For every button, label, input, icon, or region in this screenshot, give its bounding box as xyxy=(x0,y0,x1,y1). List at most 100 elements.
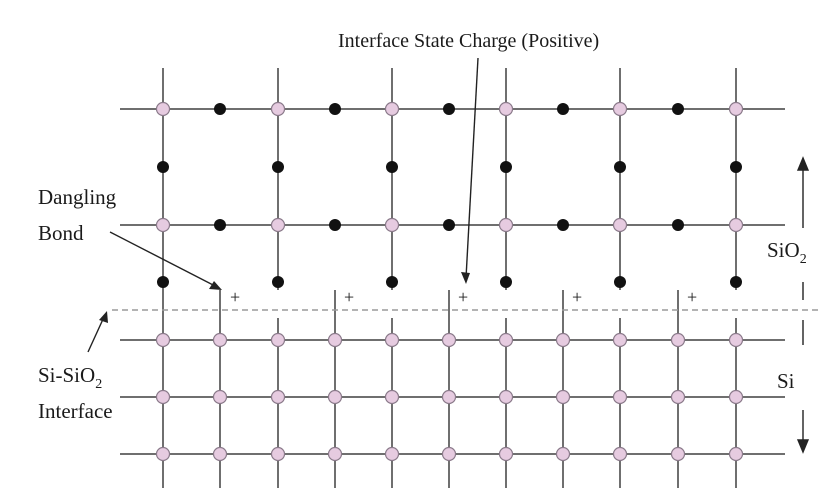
oxygen-atom xyxy=(443,103,455,115)
silicon-atom xyxy=(555,389,571,405)
oxygen-atom xyxy=(157,276,169,288)
sio2-label-subscript: 2 xyxy=(800,252,807,267)
oxygen-atom xyxy=(272,276,284,288)
silicon-atom xyxy=(270,217,286,233)
oxygen-atom xyxy=(614,161,626,173)
silicon-atom xyxy=(384,389,400,405)
oxygen-atom xyxy=(386,276,398,288)
oxygen-atom xyxy=(272,161,284,173)
positive-charge: + xyxy=(572,287,582,307)
si-region-label: Si xyxy=(777,369,795,393)
silicon-atom xyxy=(384,217,400,233)
silicon-atom xyxy=(212,332,228,348)
silicon-atom xyxy=(155,101,171,117)
silicon-atom xyxy=(384,101,400,117)
sio2-label-main: SiO xyxy=(767,238,800,262)
sio2-region-arrowhead xyxy=(796,156,810,171)
silicon-atom xyxy=(498,389,514,405)
silicon-atom xyxy=(212,389,228,405)
silicon-atom xyxy=(612,332,628,348)
interface-label-main: Si-SiO xyxy=(38,363,95,387)
interface-label-subscript: 2 xyxy=(95,377,102,392)
arrow-head xyxy=(209,281,222,290)
silicon-atom xyxy=(728,446,744,462)
silicon-atom xyxy=(441,446,457,462)
silicon-atom xyxy=(612,101,628,117)
silicon-atom xyxy=(155,389,171,405)
dangling-bond-label-line1: Dangling xyxy=(38,185,117,209)
oxygen-atom xyxy=(557,103,569,115)
silicon-atom xyxy=(270,101,286,117)
silicon-atom xyxy=(498,446,514,462)
oxygen-atom xyxy=(500,161,512,173)
oxygen-atom xyxy=(672,103,684,115)
silicon-atom xyxy=(327,389,343,405)
silicon-atom xyxy=(728,332,744,348)
silicon-atom xyxy=(670,446,686,462)
arrow-head xyxy=(461,272,470,284)
silicon-atom xyxy=(327,446,343,462)
oxygen-atom xyxy=(672,219,684,231)
silicon-atom xyxy=(728,389,744,405)
oxygen-atom xyxy=(214,103,226,115)
silicon-atom xyxy=(270,332,286,348)
silicon-atom xyxy=(728,101,744,117)
silicon-atom xyxy=(612,217,628,233)
si-sio2-interface-label-line1: Si-SiO2 xyxy=(38,363,102,392)
oxide-silicon-atoms xyxy=(155,101,744,233)
interface-state-charge-label: Interface State Charge (Positive) xyxy=(338,30,599,52)
silicon-atom xyxy=(612,389,628,405)
silicon-atom xyxy=(384,446,400,462)
silicon-atom xyxy=(612,446,628,462)
positive-charge: + xyxy=(344,287,354,307)
oxygen-atom xyxy=(730,161,742,173)
silicon-atom xyxy=(441,332,457,348)
silicon-atom xyxy=(270,446,286,462)
oxygen-atom xyxy=(557,219,569,231)
silicon-atom xyxy=(555,446,571,462)
oxygen-atom xyxy=(500,276,512,288)
silicon-atom xyxy=(441,389,457,405)
silicon-atom xyxy=(498,332,514,348)
silicon-atom xyxy=(498,101,514,117)
silicon-crystal-atoms xyxy=(155,332,744,462)
oxygen-atom xyxy=(614,276,626,288)
region-arrows xyxy=(796,156,810,454)
silicon-atom xyxy=(327,332,343,348)
annotation-arrows xyxy=(87,57,479,353)
positive-charge: + xyxy=(687,287,697,307)
positive-charge: + xyxy=(230,287,240,307)
oxygen-atom xyxy=(443,219,455,231)
silicon-atom xyxy=(270,389,286,405)
interface-pointer-arrow xyxy=(87,316,105,353)
oxygen-atom xyxy=(214,219,226,231)
silicon-atom xyxy=(155,217,171,233)
positive-charge: + xyxy=(458,287,468,307)
arrow-heads xyxy=(99,272,470,323)
oxygen-atom xyxy=(329,103,341,115)
oxygen-atom xyxy=(730,276,742,288)
oxygen-atom xyxy=(329,219,341,231)
sio2-region-label: SiO2 xyxy=(767,238,807,267)
interface-charges: + + + + + xyxy=(230,287,697,307)
silicon-atom xyxy=(155,332,171,348)
arrow-head xyxy=(99,311,108,323)
silicon-atom xyxy=(670,389,686,405)
oxygen-atom xyxy=(386,161,398,173)
oxygen-atom xyxy=(157,161,169,173)
oxide-bond-lattice xyxy=(120,68,785,290)
silicon-atom xyxy=(155,446,171,462)
interface-charge-arrow xyxy=(465,57,479,279)
dangling-bond-arrow xyxy=(109,231,218,288)
dangling-bond-label-line2: Bond xyxy=(38,221,84,245)
silicon-atom xyxy=(670,332,686,348)
silicon-atom xyxy=(728,217,744,233)
oxygen-atoms xyxy=(157,103,742,288)
silicon-atom xyxy=(384,332,400,348)
silicon-atom xyxy=(498,217,514,233)
silicon-atom xyxy=(555,332,571,348)
silicon-atom xyxy=(212,446,228,462)
si-sio2-interface-label-line2: Interface xyxy=(38,399,113,423)
si-region-arrowhead xyxy=(796,439,810,454)
